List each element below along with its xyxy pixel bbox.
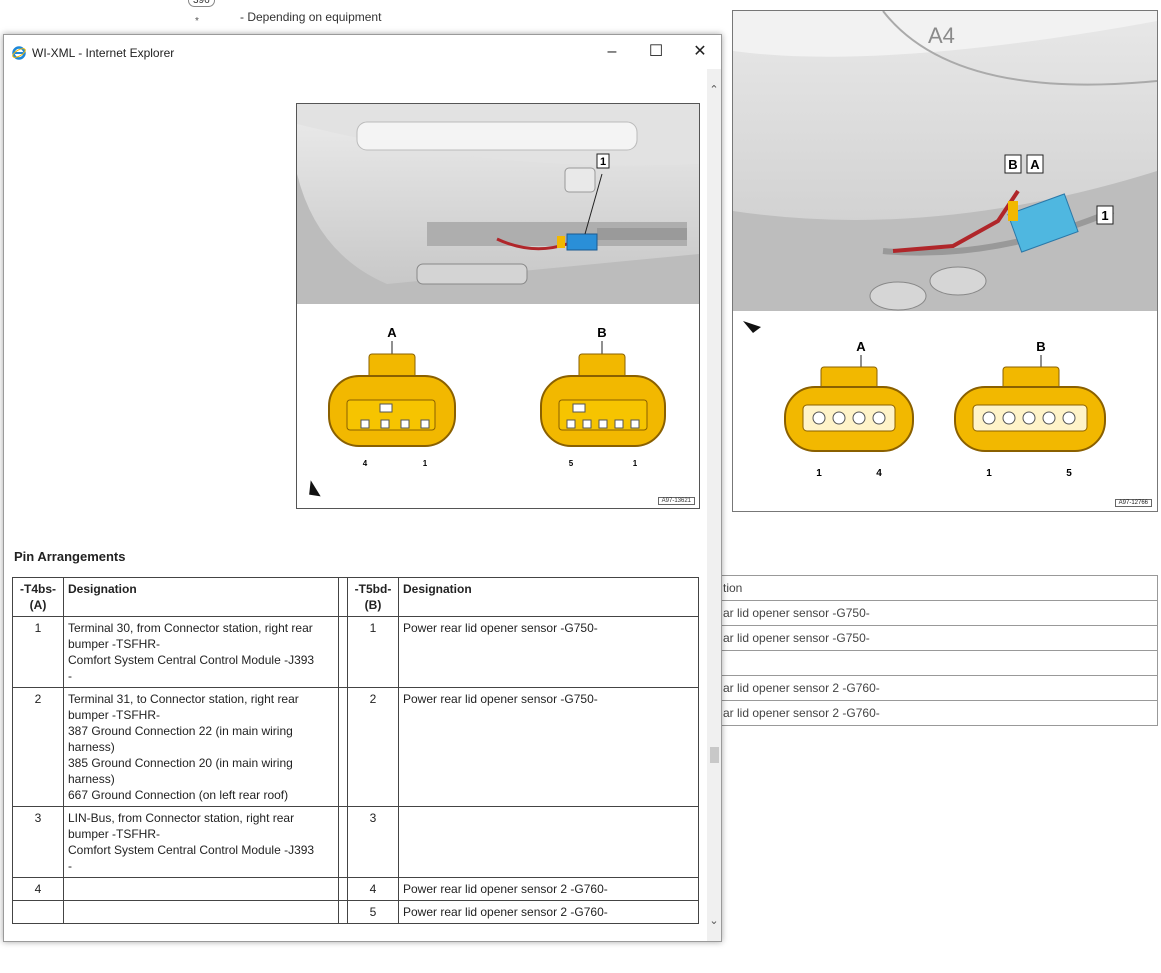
a-pin-cell: 3 xyxy=(12,806,64,878)
vertical-scrollbar[interactable]: ⌃ ⌄ xyxy=(707,69,721,941)
designation-line: - xyxy=(68,859,72,873)
header-gap xyxy=(338,577,348,617)
b-pin-cell: 4 xyxy=(347,877,399,901)
connector-location-figure: 1 A 4 1 B xyxy=(296,103,700,509)
a-pin-cell: 4 xyxy=(12,877,64,901)
gap-cell xyxy=(338,687,348,807)
designation-line: 667 Ground Connection (on left rear roof… xyxy=(68,788,289,802)
designation-line: Terminal 30, from Connector station, rig… xyxy=(68,621,313,651)
header-a-pin: -T4bs-(A) xyxy=(12,577,64,617)
partial-row: ar lid opener sensor 2 -G760- xyxy=(718,675,1158,701)
connector-a-pin-right: 1 xyxy=(423,459,428,468)
callout-1: 1 xyxy=(600,156,606,168)
b-pin-cell: 2 xyxy=(347,687,399,807)
b-pin-cell: 1 xyxy=(347,616,399,688)
equipment-note: - Depending on equipment xyxy=(240,10,382,24)
connector-b-label: B xyxy=(1036,339,1045,354)
callout-1: 1 xyxy=(1101,208,1108,223)
figure-code: A97-13621 xyxy=(657,497,695,505)
header-a-designation: Designation xyxy=(63,577,339,617)
a-pin-cell: 1 xyxy=(12,616,64,688)
a-designation-cell: Terminal 30, from Connector station, rig… xyxy=(63,616,339,688)
orientation-arrow-icon xyxy=(309,480,321,497)
partial-row: ar lid opener sensor -G750- xyxy=(718,600,1158,626)
b-designation-cell: Power rear lid opener sensor 2 -G760- xyxy=(398,877,699,901)
designation-line: 385 Ground Connection 20 (in main wiring… xyxy=(68,756,293,786)
partial-header: tion xyxy=(718,575,1158,601)
internet-explorer-icon xyxy=(12,46,26,60)
partial-row xyxy=(718,650,1158,676)
table-header-row: -T4bs-(A) Designation -T5bd-(B) Designat… xyxy=(12,577,699,617)
b-designation-cell: Power rear lid opener sensor -G750- xyxy=(398,687,699,807)
a-pin-cell: 2 xyxy=(12,687,64,807)
note-marker: * xyxy=(195,16,199,27)
a-designation-cell: Terminal 31, to Connector station, right… xyxy=(63,687,339,807)
b-pin-cell: 3 xyxy=(347,806,399,878)
close-button[interactable]: ✕ xyxy=(693,43,707,60)
a-designation-cell: LIN-Bus, from Connector station, right r… xyxy=(63,806,339,878)
scroll-down-icon[interactable]: ⌄ xyxy=(709,915,719,927)
gap-cell xyxy=(338,616,348,688)
connector-b-pin-left: 1 xyxy=(986,468,992,479)
designation-line: - xyxy=(68,669,72,683)
minimize-button[interactable]: – xyxy=(607,43,617,60)
designation-line: Comfort System Central Control Module -J… xyxy=(68,843,315,857)
scroll-thumb[interactable] xyxy=(710,747,719,763)
a-designation-cell xyxy=(63,877,339,901)
label-b: B xyxy=(1008,157,1017,172)
partial-row: ar lid opener sensor 2 -G760- xyxy=(718,700,1158,726)
connector-a-pin-left: 4 xyxy=(363,459,368,468)
a-pin-cell xyxy=(12,900,64,924)
header-b-designation: Designation xyxy=(398,577,699,617)
gap-cell xyxy=(338,806,348,878)
rear-bumper-illustration: 1 A 4 1 B xyxy=(297,104,699,497)
connector-b-label: B xyxy=(597,325,606,340)
partial-row: ar lid opener sensor -G750- xyxy=(718,625,1158,651)
figure-code: A97-12766 xyxy=(1114,499,1152,507)
rear-bumper-illustration-right: A4 B A 1 A 1 4 B 1 5 xyxy=(733,11,1157,479)
maximize-button[interactable]: ☐ xyxy=(648,43,664,60)
section-title: Pin Arrangements xyxy=(14,549,126,564)
a-designation-cell xyxy=(63,900,339,924)
connector-a-pin-right: 4 xyxy=(876,468,882,479)
connector-a-pin-left: 1 xyxy=(816,468,822,479)
designation-line: Terminal 31, to Connector station, right… xyxy=(68,692,299,722)
connector-b-pin-right: 1 xyxy=(633,459,638,468)
gap-cell xyxy=(338,900,348,924)
connector-b-pin-right: 5 xyxy=(1066,468,1072,479)
connector-a-label: A xyxy=(387,325,397,340)
pin-arrangement-table: -T4bs-(A) Designation -T5bd-(B) Designat… xyxy=(12,577,699,924)
partial-table-right: tion ar lid opener sensor -G750- ar lid … xyxy=(718,575,1158,726)
scroll-up-icon[interactable]: ⌃ xyxy=(709,84,719,96)
title-bar[interactable]: WI-XML - Internet Explorer – ☐ ✕ xyxy=(4,35,721,69)
designation-line: Comfort System Central Control Module -J… xyxy=(68,653,315,667)
orientation-arrow-icon xyxy=(743,321,761,333)
b-designation-cell: Power rear lid opener sensor -G750- xyxy=(398,616,699,688)
page-content: 1 A 4 1 B xyxy=(4,69,707,941)
connector-b-pin-left: 5 xyxy=(569,459,574,468)
label-a: A xyxy=(1030,157,1040,172)
model-badge: A4 xyxy=(928,23,955,48)
b-designation-cell xyxy=(398,806,699,878)
gap-cell xyxy=(338,877,348,901)
designation-line: 387 Ground Connection 22 (in main wiring… xyxy=(68,724,293,754)
b-designation-cell: Power rear lid opener sensor 2 -G760- xyxy=(398,900,699,924)
designation-line: LIN-Bus, from Connector station, right r… xyxy=(68,811,295,841)
b-pin-cell: 5 xyxy=(347,900,399,924)
reference-image-right: A4 B A 1 A 1 4 B 1 5 A97-12766 xyxy=(732,10,1158,512)
header-b-pin: -T5bd-(B) xyxy=(347,577,399,617)
connector-a-label: A xyxy=(856,339,866,354)
window-title: WI-XML - Internet Explorer xyxy=(32,46,175,60)
reference-number: 396 xyxy=(188,0,215,7)
ie-window: WI-XML - Internet Explorer – ☐ ✕ xyxy=(3,34,722,942)
